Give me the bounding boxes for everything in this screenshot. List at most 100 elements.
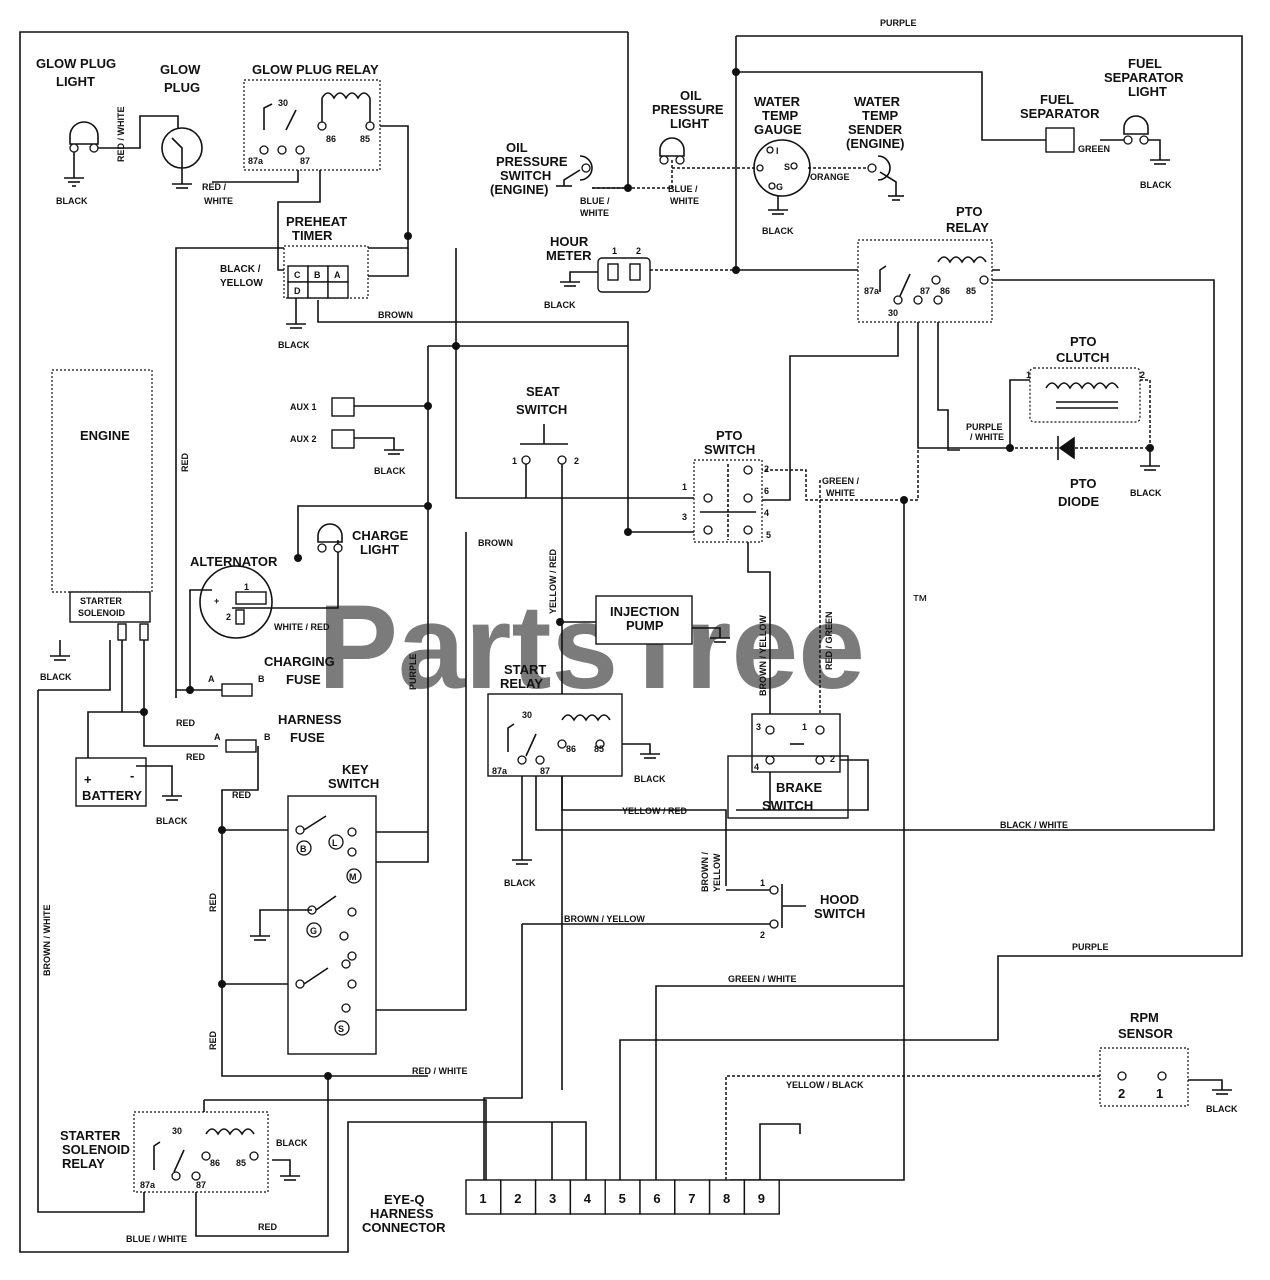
glow-plug-light: GLOW PLUG LIGHT BLACK	[36, 56, 116, 206]
ptor-85: 85	[966, 286, 976, 296]
wire-yellow-black: YELLOW / BLACK	[786, 1080, 864, 1090]
wire-black-yellow-2: YELLOW	[220, 278, 263, 289]
eyeq-pin-7	[674, 1179, 711, 1215]
sr-black: BLACK	[634, 774, 666, 784]
key-1: KEY	[342, 762, 369, 777]
injection-pump: INJECTION PUMP	[595, 595, 730, 645]
ip-2: PUMP	[626, 618, 664, 633]
chg-1: CHARGE	[352, 528, 409, 543]
wire-by-v1: BROWN /	[700, 852, 710, 892]
hood-1: HOOD	[820, 892, 859, 907]
ptos-t3: 3	[682, 512, 687, 522]
key-b: B	[300, 844, 307, 854]
hf-2: FUSE	[290, 730, 325, 745]
alt-plus: +	[214, 596, 219, 606]
sr-87: 87	[540, 766, 550, 776]
oil-pressure-switch: OIL PRESSURE SWITCH (ENGINE) BLUE / WHIT…	[490, 140, 610, 218]
ptoc-2: CLUTCH	[1056, 350, 1109, 365]
bat-minus: -	[130, 768, 134, 783]
alt-label: ALTERNATOR	[190, 554, 278, 569]
bat-label: BATTERY	[82, 788, 142, 803]
bs-label-2: SWITCH	[762, 798, 813, 813]
wire-purple-v: PURPLE	[408, 653, 418, 690]
pto-switch: PTO SWITCH 1 2 3 4 5 6	[682, 428, 771, 543]
sr-2: RELAY	[500, 676, 543, 691]
ptor-87: 87	[920, 286, 930, 296]
ssr-86: 86	[210, 1158, 220, 1168]
ptor-87a: 87a	[864, 286, 880, 296]
oil-pressure-light: OIL PRESSURE LIGHT BLUE / WHITE	[652, 88, 724, 206]
sr-1: START	[504, 662, 546, 677]
wire-red-green: RED / GREEN	[824, 611, 834, 670]
fsl-1: FUEL	[1128, 56, 1162, 71]
ptos-t5: 5	[766, 530, 771, 540]
ptor-1: PTO	[956, 204, 983, 219]
seat-t1: 1	[512, 456, 517, 466]
bs-label-1: BRAKE	[776, 780, 823, 795]
wire-by-v2: YELLOW	[712, 853, 722, 892]
rpm-t1: 1	[1156, 1086, 1163, 1101]
hf-a: A	[214, 732, 221, 742]
hm-t1: 1	[612, 246, 617, 256]
wtg-s: S	[784, 162, 790, 172]
seat-2: SWITCH	[516, 402, 567, 417]
wire-red-white-3: RED / WHITE	[412, 1066, 468, 1076]
ss-2: SOLENOID	[78, 608, 126, 618]
aux-black: BLACK	[374, 466, 406, 476]
wire-green-white: GREEN / WHITE	[728, 974, 797, 984]
eyeq-pin-6	[639, 1179, 676, 1215]
fuel-separator: FUEL SEPARATOR GREEN	[1020, 92, 1110, 154]
ptos-t2: 2	[764, 464, 769, 474]
eyeq-pin-label-1: 1	[479, 1191, 486, 1206]
wire-label-red-white-2a: RED /	[202, 182, 227, 192]
ssr-85: 85	[236, 1158, 246, 1168]
wire-label-red-white: RED / WHITE	[116, 107, 126, 163]
glow-plug-label-1: GLOW	[160, 62, 201, 77]
eyeq-pin-label-4: 4	[584, 1191, 592, 1206]
rpm-black: BLACK	[1206, 1104, 1238, 1114]
key-l: L	[332, 838, 338, 848]
ops-3: SWITCH	[500, 168, 551, 183]
key-s: S	[338, 1024, 344, 1034]
rpm-2: SENSOR	[1118, 1026, 1174, 1041]
wire-black-white: BLACK / WHITE	[1000, 820, 1068, 830]
seat-t2: 2	[574, 456, 579, 466]
eyeq-pin-label-3: 3	[549, 1191, 556, 1206]
alt-t1: 1	[244, 582, 249, 592]
glow-plug: GLOW PLUG	[160, 62, 203, 189]
wire-purple-2: PURPLE	[1072, 942, 1109, 952]
wire-brown-1: BROWN	[378, 310, 413, 320]
cf-2: FUSE	[286, 672, 321, 687]
wire-brown-yellow-v: BROWN / YELLOW	[758, 615, 768, 696]
wtg-2: TEMP	[762, 108, 798, 123]
wire-green: GREEN	[1078, 144, 1110, 154]
ptod-black: BLACK	[1130, 488, 1162, 498]
ss-1: STARTER	[80, 596, 122, 606]
seat-switch: SEAT SWITCH 1 2	[512, 384, 579, 466]
hf-1: HARNESS	[278, 712, 342, 727]
preheat-d: D	[294, 286, 301, 296]
ptos-t1: 1	[682, 482, 687, 492]
wtg-1: WATER	[754, 94, 801, 109]
aux1-label: AUX 1	[290, 402, 317, 412]
water-temp-gauge: WATER TEMP GAUGE I S G BLACK	[753, 94, 811, 236]
harness-fuse: HARNESS FUSE A B	[214, 712, 342, 753]
opl-3: LIGHT	[670, 116, 709, 131]
ssr-87: 87	[196, 1180, 206, 1190]
fsl-black: BLACK	[1140, 180, 1172, 190]
gpr-t87a: 87a	[248, 156, 264, 166]
wtg-3: GAUGE	[754, 122, 802, 137]
ssr-label-2: SOLENOID	[62, 1142, 130, 1157]
ssr-30: 30	[172, 1126, 182, 1136]
alt-t2: 2	[226, 612, 231, 622]
hour-meter: HOUR METER 1 2 BLACK	[544, 234, 651, 310]
fs-2: SEPARATOR	[1020, 106, 1100, 121]
wire-brown-white: BROWN / WHITE	[42, 905, 52, 977]
hood-2: SWITCH	[814, 906, 865, 921]
eyeq-pin-label-2: 2	[514, 1191, 521, 1206]
preheat-timer: PREHEAT TIMER C B A D BLACK	[278, 214, 369, 350]
ssr-87a: 87a	[140, 1180, 156, 1190]
ptos-t4: 4	[764, 508, 769, 518]
